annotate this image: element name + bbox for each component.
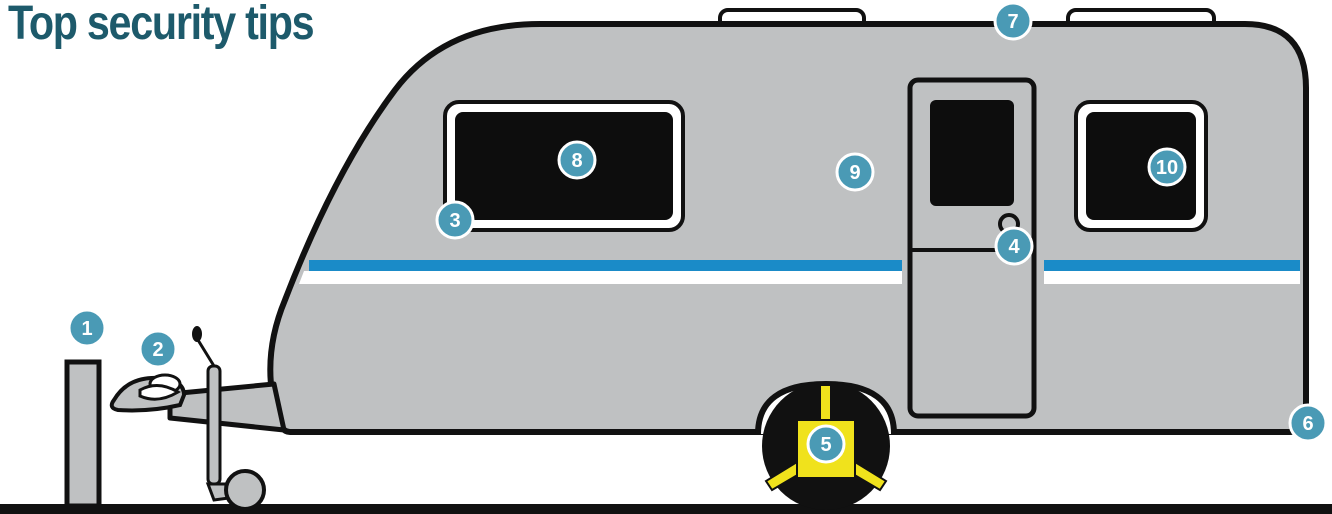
marker-label: 7 (1007, 11, 1018, 33)
marker-2: 2 (140, 331, 176, 367)
marker-label: 6 (1302, 413, 1313, 435)
marker-1: 1 (69, 310, 105, 346)
marker-label: 3 (449, 210, 460, 232)
jockey-handle-knob (192, 326, 202, 342)
marker-8: 8 (559, 142, 595, 178)
marker-label: 2 (152, 339, 163, 361)
marker-7: 7 (995, 3, 1031, 39)
marker-10: 10 (1149, 149, 1185, 185)
marker-label: 10 (1156, 157, 1178, 179)
jockey-wheel-post (208, 366, 220, 484)
door-window (930, 100, 1014, 206)
marker-label: 9 (849, 162, 860, 184)
blue-stripe-rear (1044, 260, 1300, 271)
white-stripe-front (299, 271, 902, 284)
jockey-handle-stem (198, 340, 214, 366)
marker-5: 5 (808, 426, 844, 462)
marker-4: 4 (996, 228, 1032, 264)
marker-label: 8 (571, 150, 582, 172)
ground-line (0, 504, 1332, 514)
drawbar (170, 384, 284, 430)
marker-label: 1 (81, 318, 92, 340)
marker-6: 6 (1290, 405, 1326, 441)
blue-stripe-front (309, 260, 902, 271)
security-post (67, 362, 99, 506)
marker-3: 3 (437, 202, 473, 238)
marker-label: 5 (820, 434, 831, 456)
marker-label: 4 (1008, 236, 1020, 258)
marker-9: 9 (837, 154, 873, 190)
white-stripe-rear (1044, 271, 1300, 284)
jockey-wheel (226, 471, 264, 509)
